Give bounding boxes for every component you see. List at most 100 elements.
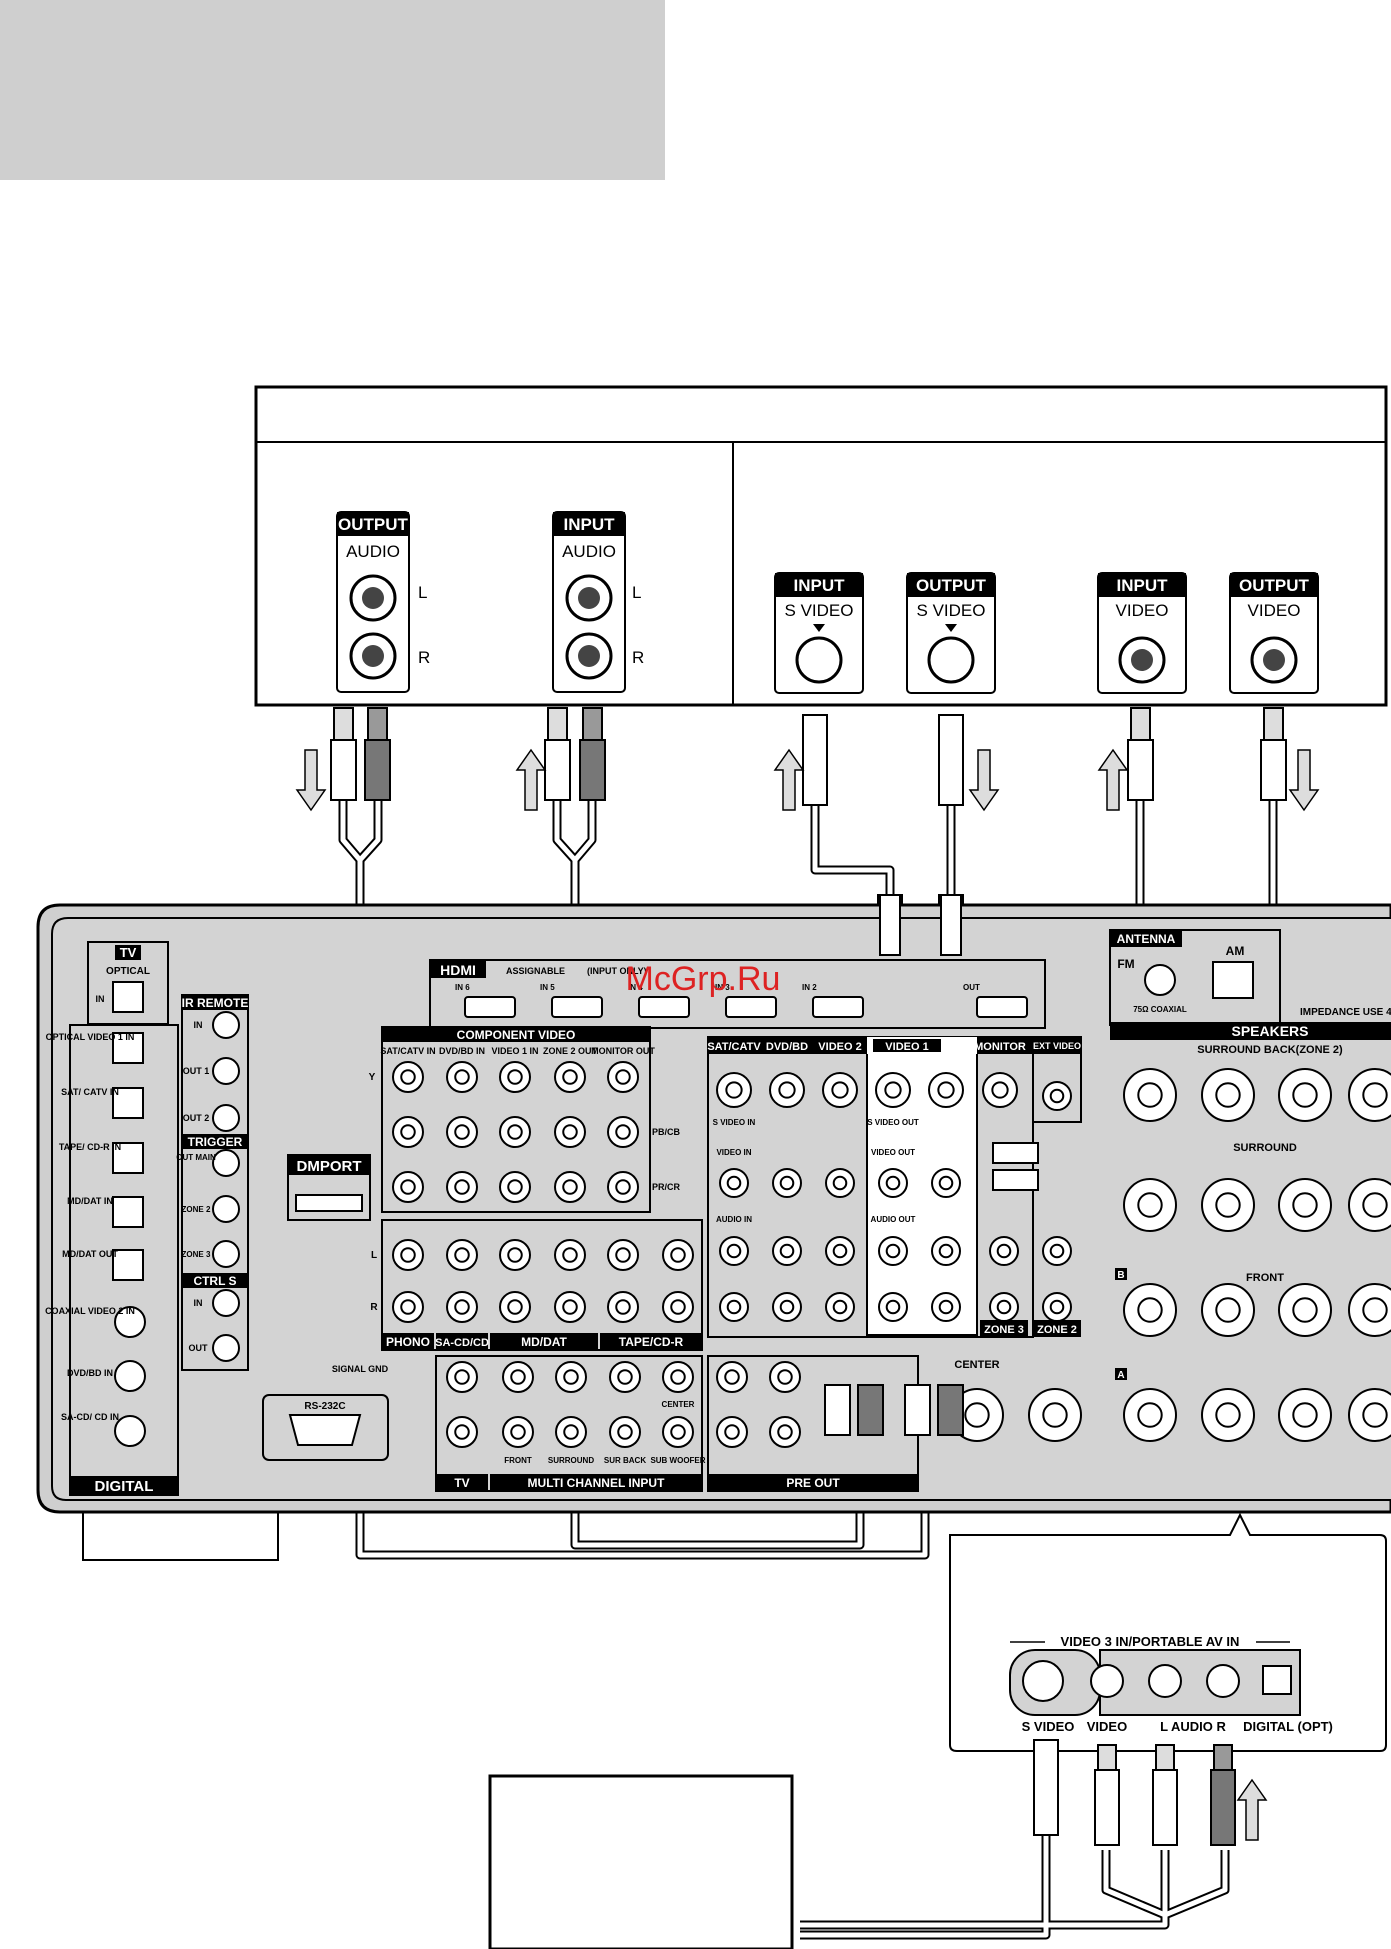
video-jack-center bbox=[779, 1299, 795, 1315]
speaker-terminal-center bbox=[1137, 1082, 1163, 1108]
multi-channel-label: MULTI CHANNEL INPUT bbox=[528, 1476, 666, 1490]
rs232c-label: RS-232C bbox=[304, 1401, 345, 1412]
video-jack bbox=[825, 1292, 855, 1322]
svideo-jack bbox=[716, 1072, 752, 1108]
receiver-rear-panel: DIGITAL TV OPTICAL IN OPTICAL VIDEO 1 IN… bbox=[36, 903, 1391, 1561]
portable-device-box bbox=[488, 1774, 794, 1949]
speaker-terminal bbox=[1278, 1388, 1332, 1442]
svideo-jack bbox=[982, 1072, 1018, 1108]
audio-out-label: AUDIO OUT bbox=[871, 1215, 916, 1224]
svideo-jack-center bbox=[725, 1081, 743, 1099]
component-y: Y bbox=[369, 1072, 376, 1083]
multi-jack-center bbox=[617, 1369, 633, 1385]
title-placeholder-box bbox=[0, 0, 665, 180]
video-jack bbox=[719, 1292, 749, 1322]
video-jack bbox=[719, 1168, 749, 1198]
mddat-label: MD/DAT bbox=[521, 1335, 567, 1349]
zone-jack bbox=[1042, 1236, 1072, 1266]
am-label: AM bbox=[1226, 944, 1245, 958]
component-pr: PR/CR bbox=[652, 1182, 681, 1192]
video-jack-center bbox=[832, 1175, 848, 1191]
antenna-label: ANTENNA bbox=[1117, 932, 1176, 946]
front-panel-title: VIDEO 3 IN/PORTABLE AV IN bbox=[1061, 1634, 1240, 1649]
multi-jack bbox=[609, 1416, 641, 1448]
multi-jack bbox=[555, 1416, 587, 1448]
hdmi-ports bbox=[464, 996, 1028, 1018]
audio-jack bbox=[554, 1291, 586, 1323]
center-terminal-center bbox=[964, 1402, 990, 1428]
audio-jack bbox=[607, 1239, 639, 1271]
audio-jack bbox=[446, 1239, 478, 1271]
component-jack bbox=[392, 1116, 424, 1148]
trigger-label-zone2: ZONE 2 bbox=[182, 1205, 211, 1214]
component-jack bbox=[392, 1061, 424, 1093]
speaker-terminal bbox=[1348, 1388, 1391, 1442]
component-jack-center bbox=[400, 1179, 416, 1195]
center-terminal bbox=[1028, 1388, 1082, 1442]
speaker-terminal bbox=[1348, 1283, 1391, 1337]
component-jack-center bbox=[615, 1069, 631, 1085]
video-col-1: SAT/CATV bbox=[707, 1041, 761, 1053]
multi-front: FRONT bbox=[504, 1456, 532, 1465]
speaker-terminal bbox=[1123, 1178, 1177, 1232]
plugs-receiver bbox=[824, 894, 1039, 1436]
speaker-terminal-center bbox=[1292, 1192, 1318, 1218]
component-jack-center bbox=[615, 1124, 631, 1140]
multi-jack-center bbox=[510, 1369, 526, 1385]
speaker-terminal bbox=[1201, 1283, 1255, 1337]
ext-video-jack bbox=[1042, 1081, 1072, 1111]
hdmi-in3: IN 3 bbox=[715, 983, 730, 992]
video-jack-center bbox=[726, 1299, 742, 1315]
video-jack-center bbox=[726, 1243, 742, 1259]
preout-jack-center bbox=[724, 1369, 740, 1385]
front-label: FRONT bbox=[1246, 1272, 1284, 1284]
multi-jack-center bbox=[454, 1369, 470, 1385]
component-jack-center bbox=[507, 1124, 523, 1140]
multi-jack bbox=[662, 1416, 694, 1448]
video-col-5: MONITOR bbox=[974, 1041, 1026, 1053]
component-jack bbox=[446, 1061, 478, 1093]
hdmi-label: HDMI bbox=[440, 962, 476, 978]
audio-jack-center bbox=[400, 1299, 416, 1315]
digital-label-5: MD/DAT OUT bbox=[62, 1249, 118, 1259]
signal-arrows bbox=[295, 748, 1320, 1841]
audio-r: R bbox=[370, 1302, 378, 1313]
preout-jack bbox=[716, 1416, 748, 1448]
speaker-terminal-center bbox=[1362, 1082, 1388, 1108]
top-input-audio-sub: AUDIO bbox=[562, 542, 616, 561]
top-output-audio-r: R bbox=[418, 648, 430, 667]
video-jack bbox=[931, 1292, 961, 1322]
analog-audio-jacks bbox=[392, 1239, 694, 1323]
audio-jack bbox=[499, 1239, 531, 1271]
multi-jack-center bbox=[454, 1424, 470, 1440]
video-jack-center bbox=[779, 1243, 795, 1259]
audio-jack bbox=[446, 1291, 478, 1323]
audio-jack-center bbox=[507, 1299, 523, 1315]
component-jack bbox=[607, 1171, 639, 1203]
surround-back-label: SURROUND BACK(ZONE 2) bbox=[1197, 1044, 1343, 1056]
video-select-jacks bbox=[716, 1072, 1072, 1322]
video-jack-center bbox=[885, 1299, 901, 1315]
component-jack bbox=[446, 1171, 478, 1203]
svideo-jack bbox=[928, 1072, 964, 1108]
video-jack bbox=[772, 1236, 802, 1266]
ext-video-jack-center bbox=[1049, 1088, 1065, 1104]
fp-digital-label: DIGITAL (OPT) bbox=[1243, 1719, 1333, 1734]
multi-jack bbox=[609, 1361, 641, 1393]
zone-jack-center bbox=[996, 1243, 1012, 1259]
trigger-label-main: OUT MAIN bbox=[176, 1153, 216, 1162]
audio-jack-center bbox=[507, 1247, 523, 1263]
component-col-4: ZONE 2 OUT bbox=[543, 1046, 598, 1056]
speaker-terminal bbox=[1123, 1068, 1177, 1122]
audio-jack-center bbox=[670, 1299, 686, 1315]
svideo-jack bbox=[769, 1072, 805, 1108]
speaker-terminal-center bbox=[1137, 1402, 1163, 1428]
video-jack-center bbox=[938, 1243, 954, 1259]
multi-center: CENTER bbox=[662, 1400, 695, 1409]
audio-jack bbox=[392, 1291, 424, 1323]
zone-jack-center bbox=[1049, 1243, 1065, 1259]
digital-label-8: SA-CD/ CD IN bbox=[61, 1412, 119, 1422]
digital-label: DIGITAL bbox=[95, 1478, 154, 1495]
multi-jack-center bbox=[563, 1369, 579, 1385]
